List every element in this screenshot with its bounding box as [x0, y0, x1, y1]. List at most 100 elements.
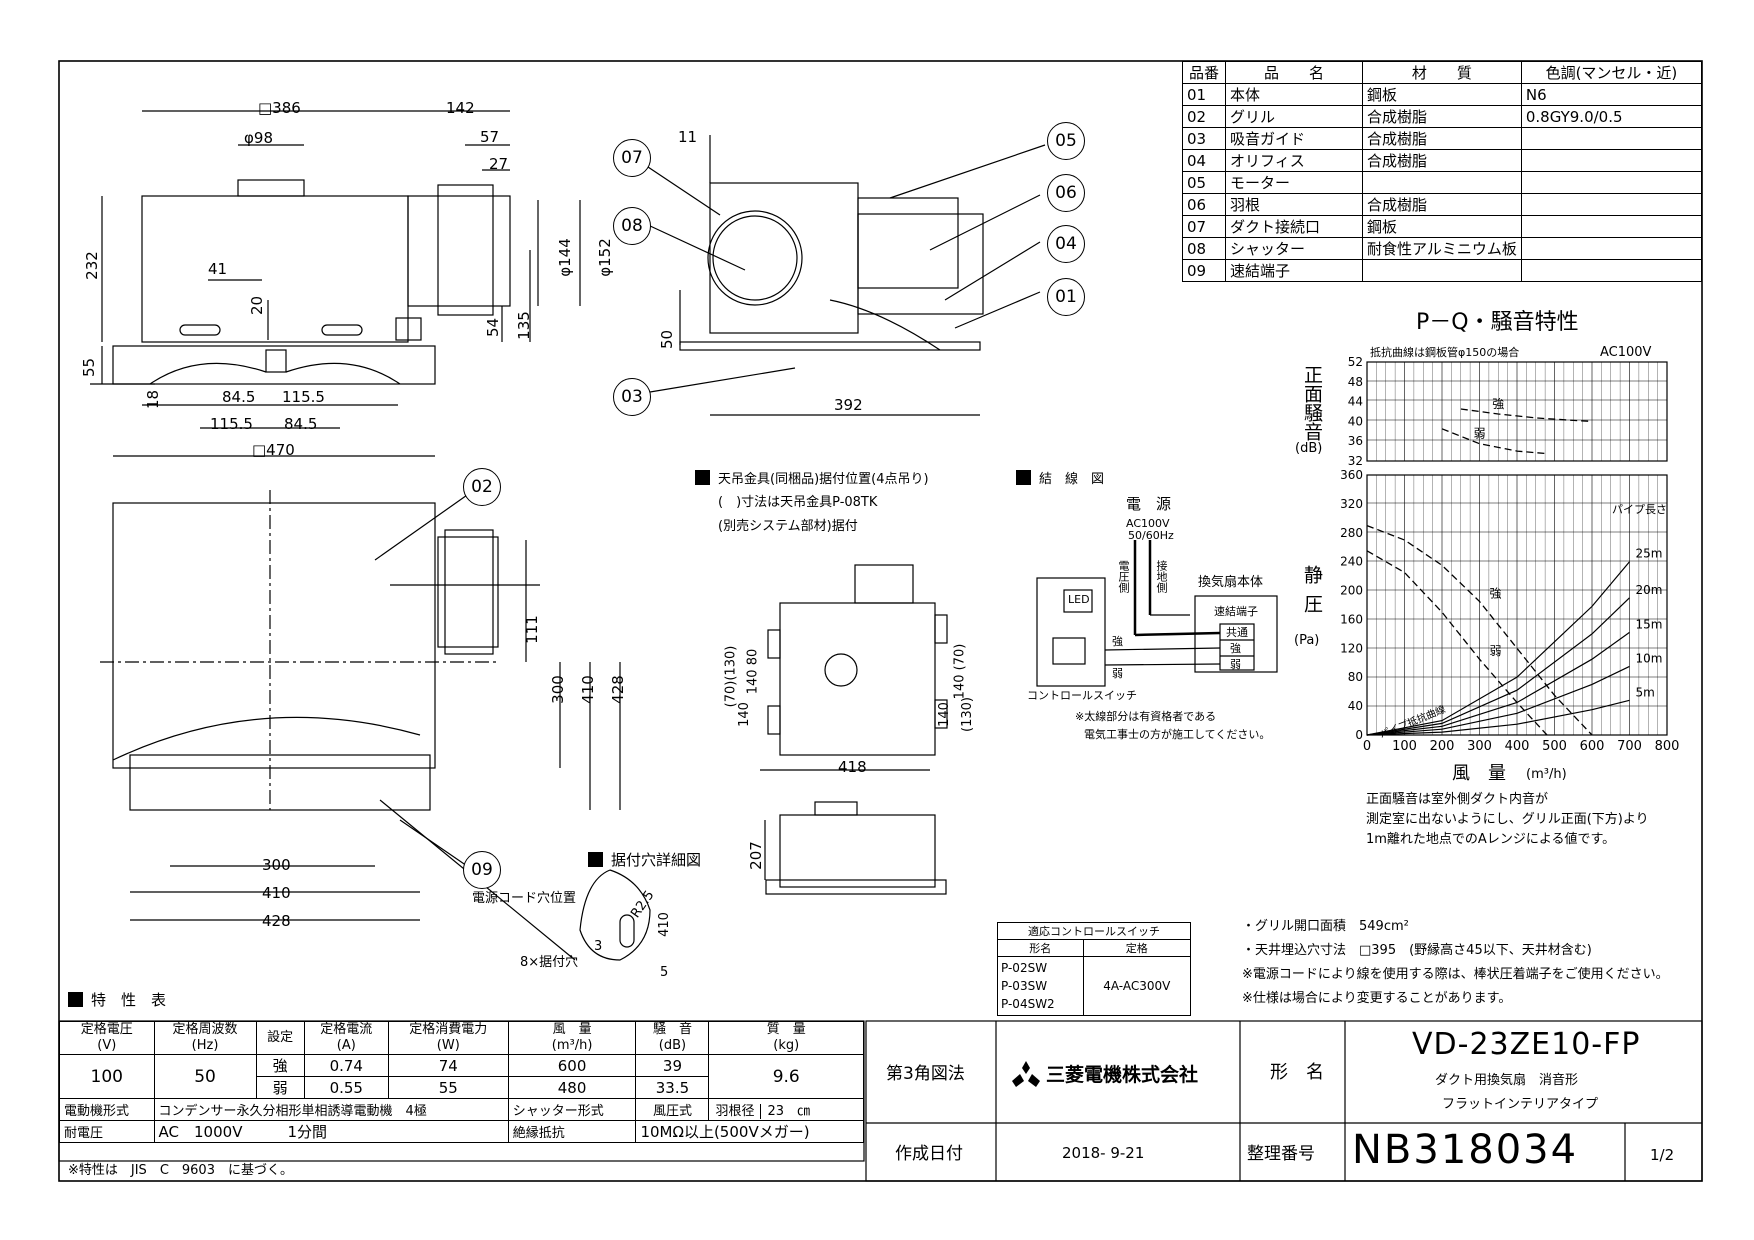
callout-04: 04 [1047, 225, 1085, 263]
cord-hole-label: 電源コード穴位置 [472, 891, 577, 906]
spec-cell: 74 [387, 1054, 509, 1077]
parts-cell: 吸音ガイド [1225, 127, 1363, 150]
terminal-weak: 弱 [1230, 658, 1241, 671]
spec-header-cell: 定格電流(A) [303, 1021, 389, 1055]
parts-cell: 0.8GY9.0/0.5 [1520, 105, 1703, 128]
model-desc: フラットインテリアタイプ [1442, 1097, 1599, 1112]
spec-header-text: 風 量 [552, 1022, 592, 1037]
series-line-resistance [1366, 699, 1630, 736]
series-label: 弱 [1490, 644, 1502, 658]
spec-cell: 39 [635, 1054, 710, 1077]
date-label: 作成日付 [895, 1144, 963, 1164]
dim-label: □386 [258, 99, 301, 117]
dim-label: 54 [484, 317, 503, 338]
spec-header-cell: 定格周波数(Hz) [153, 1021, 257, 1055]
spec-header-text: 定格電圧 [80, 1022, 133, 1037]
spec-header-text: 定格周波数 [172, 1022, 238, 1037]
detail-title-text: 据付穴詳細図 [611, 851, 702, 869]
parts-cell: 合成樹脂 [1362, 127, 1522, 150]
y-tick-label: 240 [1340, 555, 1363, 569]
switch-label: コントロールスイッチ [1027, 689, 1137, 702]
dim-label: 140 (70) [952, 643, 968, 700]
spec-cell: 55 [387, 1076, 509, 1099]
pressure-ylabel: 静圧 [1301, 565, 1323, 623]
spec-table: 定格電圧(V)定格周波数(Hz)設定定格電流(A)定格消費電力(W)風 量(m³… [59, 1021, 864, 1143]
x-tick-label: 200 [1430, 739, 1455, 754]
led-label: LED [1068, 593, 1090, 606]
dim-label: 50 [658, 329, 677, 350]
switch-model: P-03SW [1001, 979, 1048, 993]
callout-01: 01 [1047, 278, 1085, 316]
voltage-label: AC100V [1126, 517, 1170, 530]
chart-title: P－Q・騒音特性 [1416, 310, 1579, 335]
dim-label: 27 [489, 155, 509, 173]
note-line: ・グリル開口面積 549cm² [1242, 919, 1409, 934]
spec-cell: 0.55 [303, 1076, 389, 1099]
note-line: ※電源コードにより線を使用する際は、棒状圧着端子をご使用ください。 [1242, 967, 1669, 982]
spec-voltage: 100 [59, 1054, 155, 1099]
dim-label: φ144 [555, 238, 574, 277]
parts-cell [1362, 171, 1522, 194]
dim-label: 115.5 [282, 388, 325, 406]
page-number: 1/2 [1650, 1146, 1675, 1164]
dim-label: 428 [262, 912, 291, 930]
detail-title: 据付穴詳細図 [588, 852, 701, 868]
header-cell: 材 質 [1362, 61, 1522, 84]
wiring-title-text: 結 線 図 [1039, 472, 1105, 487]
noise-tick-label: 32 [1348, 454, 1363, 468]
parts-cell [1520, 149, 1703, 172]
noise-unit: (dB) [1295, 441, 1323, 456]
parts-cell: N6 [1520, 83, 1703, 106]
header-cell: 品 名 [1225, 61, 1363, 84]
dim-label: 5 [660, 965, 669, 980]
parts-cell: 01 [1182, 83, 1226, 106]
dim-label: 41 [208, 260, 228, 278]
parts-cell: 羽根 [1225, 193, 1363, 216]
dim-label: 20 [248, 295, 267, 316]
x-tick-label: 300 [1467, 739, 1492, 754]
parts-cell: 06 [1182, 193, 1226, 216]
dim-label: (130) [959, 697, 975, 732]
series-line-resistance [1366, 561, 1630, 736]
parts-cell: 速結端子 [1225, 259, 1363, 282]
company-logo: 三菱電機株式会社 [1012, 1060, 1198, 1087]
dim-label: 140 [736, 702, 752, 727]
mount-hole-label: 8×据付穴 [520, 955, 579, 970]
dim-label: 11 [678, 128, 698, 146]
spec-header-unit: (A) [336, 1038, 356, 1053]
dim-label: 428 [608, 675, 627, 704]
dim-label: 410 [656, 912, 672, 937]
x-tick-label: 100 [1392, 739, 1417, 754]
dim-label: 232 [82, 251, 101, 280]
chart-note: 正面騒音は室外側ダクト内音が [1366, 792, 1549, 807]
dim-label: 57 [480, 128, 500, 146]
model-label: 形 名 [1270, 1062, 1324, 1083]
spec-withstand-row: 耐電圧 AC 1000V 1分間 絶縁抵抗 10MΩ以上(500Vメガー) [59, 1120, 864, 1143]
spec-header-cell: 騒 音(dB) [635, 1021, 710, 1055]
parts-cell: 合成樹脂 [1362, 149, 1522, 172]
dim-label: 142 [446, 99, 475, 117]
parts-cell [1520, 193, 1703, 216]
series-line-pq [1366, 550, 1548, 736]
series-label: 15m [1636, 617, 1663, 631]
freq-label: 50/60Hz [1128, 529, 1174, 542]
x-unit: (m³/h) [1526, 767, 1567, 782]
switch-table-header: 定格 [1082, 939, 1192, 957]
ground-label: 接地側 [1155, 560, 1168, 593]
spec-row-strong: 100 50 強 0.74 74 600 39 9.6 [59, 1054, 864, 1099]
date-value: 2018- 9-21 [1062, 1144, 1145, 1162]
x-tick-label: 500 [1542, 739, 1567, 754]
spec-cell: 0.74 [303, 1054, 389, 1077]
spec-motor-row: 電動機形式 コンデンサー永久分相形単相誘導電動機 4極 シャッター形式 風圧式 … [59, 1098, 864, 1121]
hanger-note: ( )寸法は天吊金具P-08TK [718, 495, 878, 510]
spec-header-text: 設定 [267, 1030, 294, 1045]
spec-footnote: ※特性は JIS C 9603 に基づく。 [68, 1163, 293, 1178]
spec-header-text: 質 量 [766, 1022, 806, 1037]
spec-header-row: 定格電圧(V)定格周波数(Hz)設定定格電流(A)定格消費電力(W)風 量(m³… [59, 1021, 864, 1055]
spec-header-cell: 定格消費電力(W) [387, 1021, 509, 1055]
parts-cell [1362, 259, 1522, 282]
dim-label: 18 [144, 389, 163, 410]
